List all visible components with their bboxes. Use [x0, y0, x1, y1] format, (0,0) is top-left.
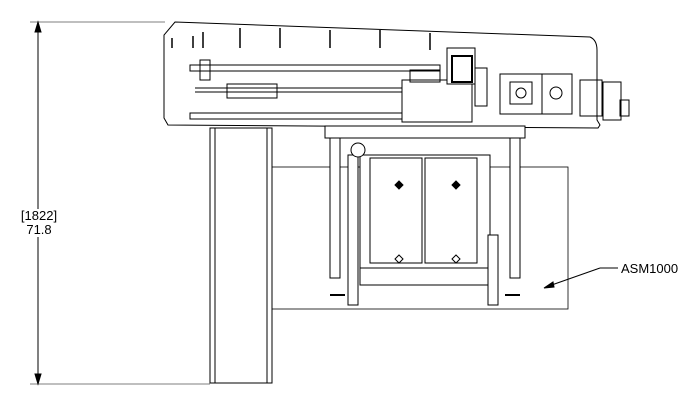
machine-frame: [324, 125, 526, 306]
callout-leader: [543, 267, 618, 289]
discharge-chute: [209, 127, 273, 384]
dimension-line: [30, 20, 210, 386]
assembly-callout-label: ASM1000: [621, 261, 679, 276]
conveyor-housing: [163, 21, 630, 129]
dimension-imperial: 71.8: [26, 222, 52, 237]
overall-height-dimension: [1822] 71.8: [4, 209, 74, 237]
dimension-metric: [1822]: [20, 208, 58, 223]
